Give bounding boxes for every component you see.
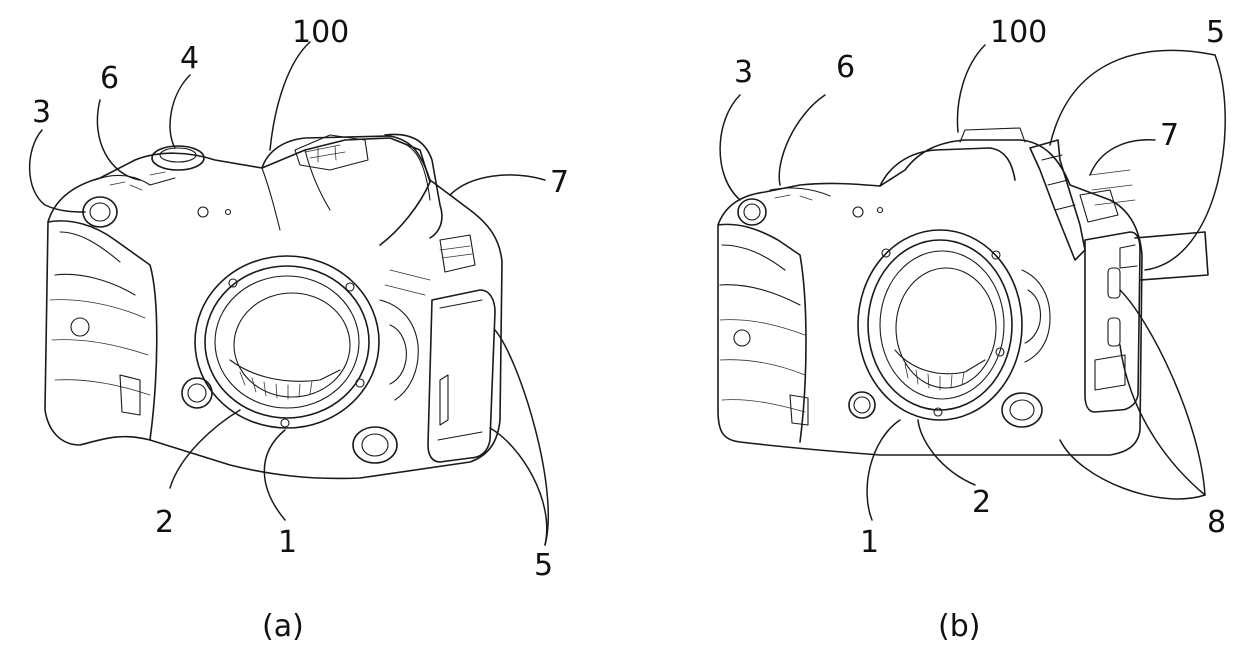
camera-body-b (717, 127, 1209, 456)
label-2-b: 2 (972, 485, 991, 520)
label-1-a: 1 (278, 525, 297, 560)
label-6-b: 6 (836, 50, 855, 85)
camera-body-a (44, 133, 503, 480)
labels-b: 3 6 100 5 7 1 2 8 (734, 15, 1226, 560)
label-5-a: 5 (534, 548, 553, 583)
label-100-a: 100 (292, 15, 349, 50)
label-2-a: 2 (155, 505, 174, 540)
labels-a: 100 6 4 3 7 2 1 5 (32, 15, 569, 583)
label-7-a: 7 (550, 165, 569, 200)
label-7-b: 7 (1160, 118, 1179, 153)
label-3-b: 3 (734, 55, 753, 90)
label-6-a: 6 (100, 61, 119, 96)
label-8-b: 8 (1207, 505, 1226, 540)
leader-lines-a (28, 41, 549, 546)
label-100-b: 100 (990, 15, 1047, 50)
caption-a: (a) (262, 609, 304, 644)
figure-a: 100 6 4 3 7 2 1 5 (a) (28, 15, 569, 644)
label-1-b: 1 (860, 525, 879, 560)
label-5-b: 5 (1206, 15, 1225, 50)
label-4-a: 4 (180, 41, 199, 76)
leader-lines-b (719, 44, 1226, 521)
figure-b: 3 6 100 5 7 1 2 8 (b) (717, 15, 1226, 644)
caption-b: (b) (938, 609, 980, 644)
label-3-a: 3 (32, 95, 51, 130)
